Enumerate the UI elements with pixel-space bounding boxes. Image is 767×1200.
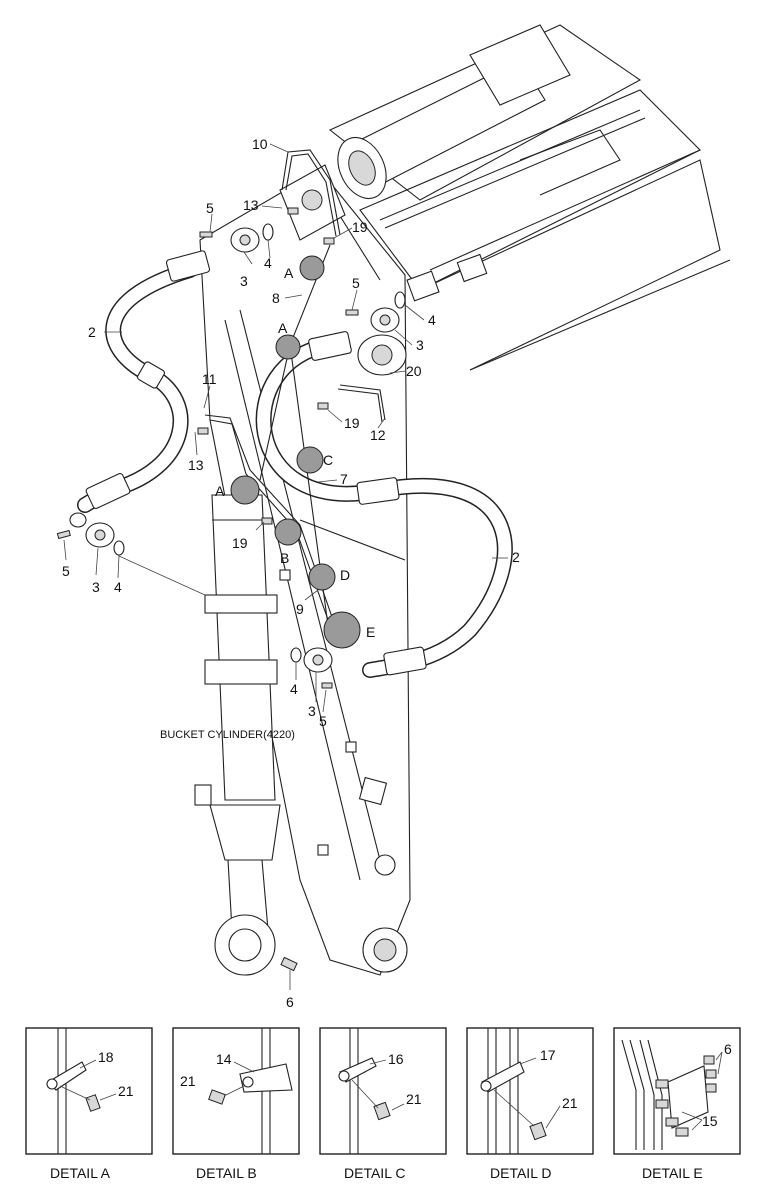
callout-A: A bbox=[215, 483, 225, 499]
detail-d-part-17: 17 bbox=[540, 1047, 556, 1063]
detail-e: 6 15 DETAIL E bbox=[613, 1027, 741, 1181]
bucket-cylinder-label: BUCKET CYLINDER(4220) bbox=[160, 729, 295, 741]
callout-6: 6 bbox=[286, 994, 294, 1010]
callout-C: C bbox=[323, 452, 333, 468]
detail-b-part-14: 14 bbox=[216, 1051, 232, 1067]
callout-19: 19 bbox=[352, 219, 368, 235]
detail-c-title: DETAIL C bbox=[344, 1165, 405, 1181]
detail-d: 17 21 DETAIL D bbox=[466, 1027, 594, 1181]
callout-labels: 10 13 5 19 A 4 3 8 5 4 2 A 3 20 11 19 12… bbox=[62, 136, 520, 1010]
callout-4: 4 bbox=[114, 579, 122, 595]
callout-B: B bbox=[280, 550, 289, 566]
callout-5: 5 bbox=[206, 200, 214, 216]
leader-lines bbox=[63, 143, 508, 990]
callout-7: 7 bbox=[340, 471, 348, 487]
arm-structure bbox=[199, 164, 411, 976]
detail-a-part-18: 18 bbox=[98, 1049, 114, 1065]
callout-4: 4 bbox=[264, 255, 272, 271]
detail-c: 16 21 DETAIL C bbox=[319, 1027, 447, 1181]
callout-3: 3 bbox=[308, 703, 316, 719]
callout-11: 11 bbox=[202, 371, 217, 387]
detail-b-part-21: 21 bbox=[180, 1073, 196, 1089]
callout-19: 19 bbox=[232, 535, 248, 551]
callout-A: A bbox=[278, 320, 288, 336]
callout-D: D bbox=[340, 567, 350, 583]
callout-A: A bbox=[284, 265, 294, 281]
detail-c-part-16: 16 bbox=[388, 1051, 404, 1067]
detail-a-part-21: 21 bbox=[118, 1083, 134, 1099]
detail-e-part-6: 6 bbox=[724, 1041, 732, 1057]
detail-b: 14 21 DETAIL B bbox=[172, 1027, 300, 1181]
callout-8: 8 bbox=[272, 290, 280, 306]
detail-a: 18 21 DETAIL A bbox=[25, 1027, 153, 1181]
callout-5: 5 bbox=[352, 275, 360, 291]
callout-2: 2 bbox=[512, 549, 520, 565]
detail-b-title: DETAIL B bbox=[196, 1165, 257, 1181]
callout-13: 13 bbox=[188, 457, 204, 473]
detail-d-title: DETAIL D bbox=[490, 1165, 551, 1181]
callout-3: 3 bbox=[416, 337, 424, 353]
hose-right bbox=[255, 331, 513, 678]
callout-20: 20 bbox=[406, 363, 422, 379]
detail-a-title: DETAIL A bbox=[50, 1165, 111, 1181]
callout-5: 5 bbox=[319, 713, 327, 729]
callout-4: 4 bbox=[428, 312, 436, 328]
callout-5: 5 bbox=[62, 563, 70, 579]
clamp-markers bbox=[230, 255, 361, 649]
callout-3: 3 bbox=[240, 273, 248, 289]
callout-3: 3 bbox=[92, 579, 100, 595]
detail-e-title: DETAIL E bbox=[642, 1165, 703, 1181]
boom-structure bbox=[328, 24, 731, 371]
callout-19: 19 bbox=[344, 415, 360, 431]
callout-4: 4 bbox=[290, 681, 298, 697]
detail-e-part-15: 15 bbox=[702, 1113, 718, 1129]
callout-9: 9 bbox=[296, 601, 304, 617]
callout-E: E bbox=[366, 624, 375, 640]
detail-d-part-21: 21 bbox=[562, 1095, 578, 1111]
callout-2: 2 bbox=[88, 324, 96, 340]
callout-10: 10 bbox=[252, 136, 268, 152]
bucket-cylinder bbox=[194, 494, 281, 976]
callout-12: 12 bbox=[370, 427, 386, 443]
detail-c-part-21: 21 bbox=[406, 1091, 422, 1107]
hose-left bbox=[77, 250, 211, 513]
callout-13: 13 bbox=[243, 197, 259, 213]
